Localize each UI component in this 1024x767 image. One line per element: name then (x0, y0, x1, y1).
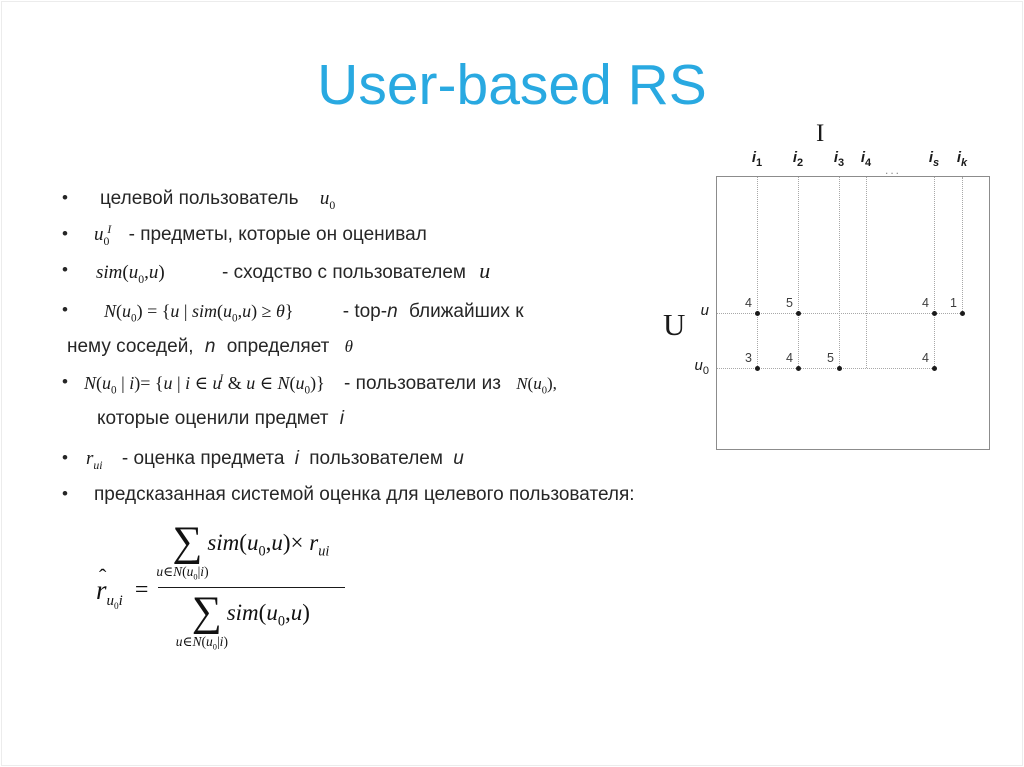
items-set-label: I (816, 120, 825, 147)
slide-title: User-based RS (317, 53, 707, 117)
formula-numerator: ∑ u∈N(u0|i) sim(u0,u)× rui (156, 521, 346, 588)
item-column-dotted-line (934, 177, 935, 368)
math-u0-superI: u0I (94, 222, 112, 248)
bullet-line-target-user: • целевой пользователь u0 (62, 184, 335, 214)
sigma-sum-symbol: ∑ (191, 588, 222, 635)
rating-dot (796, 366, 801, 371)
item-column-label: i3 (833, 149, 845, 169)
sum-operator-block: ∑ u∈N(u0|i) (156, 521, 208, 581)
rating-value: 1 (950, 296, 957, 310)
bullet-marker: • (62, 484, 68, 503)
math-Nu0: N(u0), (516, 374, 557, 397)
bullet-text: целевой пользователь (100, 188, 299, 209)
user-row-label: u (700, 302, 709, 319)
denominator-expression: sim(u0,u) (226, 599, 310, 630)
item-column-label: i1 (751, 149, 763, 169)
rating-dot (932, 366, 937, 371)
bullet-marker: • (62, 260, 68, 279)
item-column-label: i4 (860, 149, 872, 169)
rating-dot (755, 366, 760, 371)
formula-denominator: ∑ u∈N(u0|i) sim(u0,u) (176, 588, 326, 659)
item-column-dotted-line (962, 177, 963, 313)
formula-lhs-subscript: u0i (106, 593, 123, 613)
bullet-marker: • (62, 188, 68, 207)
rating-value: 4 (922, 296, 929, 310)
user-row-dotted-line (717, 368, 934, 369)
bullet-text: - оценка предмета (121, 448, 285, 469)
math-sim: sim(u0,u) (96, 262, 165, 286)
item-column-dotted-line (798, 177, 799, 368)
bullet-text: - top- (342, 301, 388, 322)
bullet-text: определяет (226, 336, 330, 357)
math-neighbor-item-set: N(u0 | i)= {u | i ∈ uI & u ∈ N(u0)} (84, 373, 325, 397)
math-u: u (479, 258, 491, 283)
bullet-line-neighbors: • N(u0) = {u | sim(u0,u) ≥ θ} - top-n бл… (62, 296, 524, 326)
bullet-text: - сходство с пользователем (221, 262, 466, 283)
rating-dot (932, 311, 937, 316)
bullet-text-italic: n (387, 301, 398, 322)
sum-operator-block: ∑ u∈N(u0|i) (176, 591, 228, 651)
item-column-label: i2 (792, 149, 804, 169)
item-column-dotted-line (757, 177, 758, 368)
user-row-label: u0 (694, 357, 709, 377)
formula-fraction: ∑ u∈N(u0|i) sim(u0,u)× rui ∑ u∈N(u0|i) s… (156, 521, 346, 659)
bullet-text-italic: i (339, 408, 344, 429)
hat-accent: ˆ (99, 563, 107, 589)
bullet-text-italic: i (294, 448, 299, 469)
bullet-line-neighbors-item: • N(u0 | i)= {u | i ∈ uI & u ∈ N(u0)} - … (62, 368, 557, 398)
math-rui: rui (86, 448, 103, 472)
bullet-line-rating: • rui - оценка предмета i пользователем … (62, 444, 464, 474)
formula-lhs-base: r (96, 574, 107, 605)
math-u0: u0 (319, 188, 336, 212)
bullet-text: которые оценили предмет (97, 408, 329, 429)
math-theta: θ (344, 337, 353, 356)
bullet-text: предсказанная системой оценка для целево… (94, 484, 635, 505)
bullet-text: нему соседей, (67, 336, 194, 357)
bullet-text: ближайших к (408, 301, 524, 322)
numerator-expression: sim(u0,u)× rui (207, 529, 330, 560)
bullet-text: - предметы, которые он оценивал (128, 224, 427, 245)
user-row-dotted-line (717, 313, 962, 314)
rating-value: 4 (922, 351, 929, 365)
bullet-text: пользователем (309, 448, 443, 469)
bullet-marker: • (62, 300, 68, 319)
bullet-line-similarity: • sim(u0,u) - сходство с пользователем u (62, 256, 490, 286)
item-column-label: ik (956, 149, 968, 169)
bullet-marker: • (62, 448, 68, 467)
rating-dot (960, 311, 965, 316)
rating-dot (796, 311, 801, 316)
bullet-marker: • (62, 224, 68, 243)
users-set-label: U (663, 307, 686, 342)
rating-value: 5 (827, 351, 834, 365)
rating-dot (755, 311, 760, 316)
math-neighbor-set: N(u0) = {u | sim(u0,u) ≥ θ} (104, 301, 294, 325)
item-column-label: is (928, 149, 940, 169)
rating-value: 3 (745, 351, 752, 365)
sum-limits: u∈N(u0|i) (175, 633, 228, 652)
rating-value: 5 (786, 296, 793, 310)
sum-limits: u∈N(u0|i) (156, 563, 209, 582)
item-column-dotted-line (866, 177, 867, 368)
equals-sign: = (134, 577, 149, 604)
rating-value: 4 (786, 351, 793, 365)
rating-value: 4 (745, 296, 752, 310)
bullet-line-neighbors-cont: нему соседей, n определяет θ (62, 332, 353, 362)
rating-dot (837, 366, 842, 371)
item-column-dotted-line (839, 177, 840, 368)
bullet-line-prediction: • предсказанная системой оценка для целе… (62, 480, 635, 510)
columns-ellipsis: ... (885, 163, 902, 177)
bullet-text-italic: n (204, 336, 216, 357)
bullet-line-neighbors-item-cont: которые оценили предмет i (62, 404, 344, 434)
bullet-marker: • (62, 372, 68, 391)
bullet-text: - пользователи из (344, 373, 501, 394)
sigma-sum-symbol: ∑ (172, 519, 203, 565)
bullet-line-rated-items: • u0I - предметы, которые он оценивал (62, 220, 427, 250)
bullet-text-italic: u (453, 448, 464, 469)
